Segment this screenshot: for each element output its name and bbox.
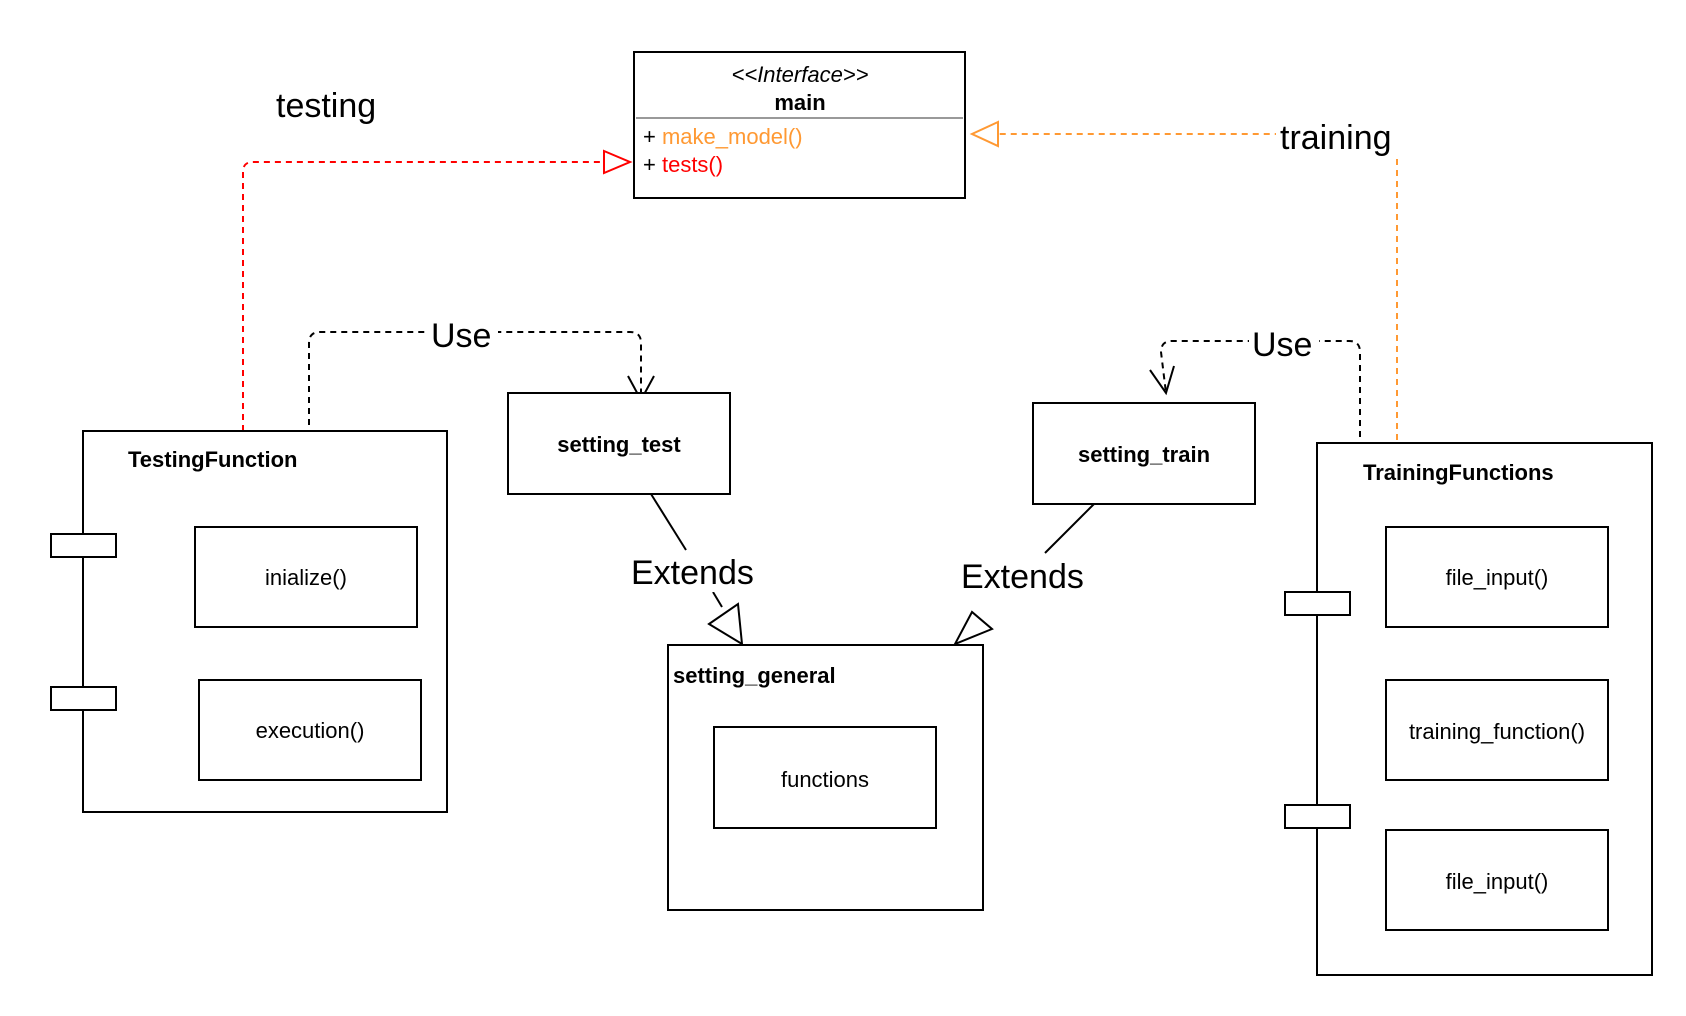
use-right-arrowhead [1149, 365, 1175, 396]
training-label-backing [1276, 114, 1400, 156]
interface-method-make-model[interactable]: + make_model() [643, 124, 803, 149]
extends-left-arrowhead [707, 602, 744, 646]
make-model-method: make_model() [662, 124, 803, 149]
use-left-label-backing [428, 316, 498, 354]
extends-edge-right[interactable] [952, 503, 1095, 646]
setting-test-title: setting_test [557, 432, 681, 457]
training-functions-port-2[interactable] [1284, 804, 1351, 829]
setting-test-class[interactable]: setting_test [507, 392, 731, 495]
inialize-method-box[interactable] [194, 526, 418, 628]
testing-realization-edge[interactable] [242, 149, 633, 431]
extends-right-label: Extends [961, 558, 1084, 596]
method-prefix: + [643, 124, 662, 149]
training-edge-arrowhead [969, 120, 999, 148]
execution-method-label: execution() [256, 718, 365, 743]
tests-method: tests() [662, 152, 723, 177]
setting-train-box [1032, 402, 1256, 505]
testing-edge-arrowhead [603, 149, 633, 175]
setting-train-class[interactable]: setting_train [1032, 402, 1256, 505]
setting-general-title: setting_general [673, 663, 836, 688]
interface-stereotype: <<Interface>> [732, 62, 869, 87]
file-input-method-label-2: file_input() [1446, 869, 1549, 894]
extends-right-line-top [1044, 503, 1095, 554]
extends-edge-left[interactable] [650, 493, 744, 646]
testing-function-port-2[interactable] [50, 686, 117, 711]
method-prefix: + [643, 152, 662, 177]
execution-method-box[interactable] [198, 679, 422, 781]
extends-left-label: Extends [631, 554, 754, 592]
file-input-method-box-1[interactable] [1385, 526, 1609, 628]
testing-function-title: TestingFunction [128, 447, 297, 472]
extends-left-label-backing [628, 552, 762, 592]
extends-right-label-backing [958, 556, 1092, 596]
use-left-label: Use [431, 317, 491, 355]
testing-function-port-1[interactable] [50, 533, 117, 558]
training-functions-title: TrainingFunctions [1363, 460, 1554, 485]
interface-main-box [633, 51, 966, 199]
training-function-method-label: training_function() [1409, 719, 1585, 744]
testing-function-component[interactable]: TestingFunction inialize() execution() [50, 430, 448, 813]
interface-method-tests[interactable]: + tests() [643, 152, 723, 177]
interface-main[interactable]: <<Interface>> main + make_model() + test… [633, 51, 966, 199]
training-functions-component[interactable]: TrainingFunctions file_input() training_… [1284, 442, 1653, 976]
extends-right-arrowhead [952, 610, 994, 646]
interface-name: main [774, 90, 825, 115]
file-input-method-label-1: file_input() [1446, 565, 1549, 590]
extends-left-line-bottom [712, 591, 723, 608]
training-function-method-box[interactable] [1385, 679, 1609, 781]
file-input-method-box-2[interactable] [1385, 829, 1609, 931]
use-right-label: Use [1252, 326, 1312, 364]
testing-edge-line [242, 161, 604, 431]
training-functions-port-1[interactable] [1284, 591, 1351, 616]
training-edge-line [998, 133, 1398, 440]
functions-box[interactable] [713, 726, 937, 829]
inialize-method-label: inialize() [265, 565, 347, 590]
extends-left-line-top [650, 493, 687, 551]
setting-test-box [507, 392, 731, 495]
setting-train-title: setting_train [1078, 442, 1210, 467]
use-right-label-backing [1249, 325, 1319, 363]
training-edge-label: training [1280, 119, 1392, 157]
functions-label: functions [781, 767, 869, 792]
training-realization-edge[interactable] [969, 120, 1398, 440]
setting-general-class[interactable]: setting_general functions [667, 644, 984, 911]
testing-edge-label: testing [276, 87, 376, 125]
